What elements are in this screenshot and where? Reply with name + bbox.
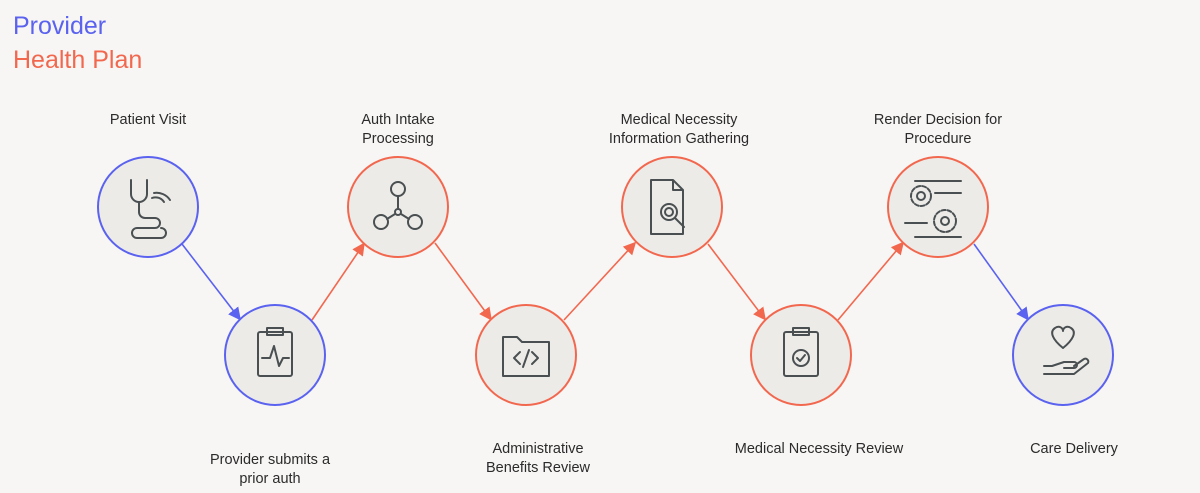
legend-provider: Provider: [13, 12, 107, 40]
clipboard-check-icon: [783, 327, 819, 377]
step-circle-1: [97, 156, 199, 258]
stethoscope-icon: [130, 179, 171, 239]
step-circle-6: [750, 304, 852, 406]
step-label-6: Medical Necessity Review: [734, 441, 904, 457]
legend-health-plan: Health Plan: [13, 46, 143, 74]
document-search-icon: [650, 179, 685, 235]
arrow-4-5: [563, 241, 637, 321]
step-circle-5: [621, 156, 723, 258]
hand-heart-icon: [1043, 325, 1090, 375]
arrow-2-3: [311, 242, 365, 321]
network-people-icon: [373, 181, 423, 230]
folder-code-icon: [502, 336, 550, 377]
arrow-6-7: [837, 241, 905, 321]
step-circle-4: [475, 304, 577, 406]
step-label-1: Patient Visit: [109, 112, 187, 128]
step-circle-2: [224, 304, 326, 406]
step-circle-7: [887, 156, 989, 258]
gears-icon: [904, 180, 962, 238]
step-circle-8: [1012, 304, 1114, 406]
step-label-8: Care Delivery: [1030, 441, 1118, 457]
clipboard-heartbeat-icon: [257, 327, 293, 377]
arrow-7-8: [973, 243, 1029, 321]
arrow-1-2: [181, 243, 241, 321]
arrow-5-6: [707, 243, 766, 321]
arrow-3-4: [434, 242, 492, 321]
